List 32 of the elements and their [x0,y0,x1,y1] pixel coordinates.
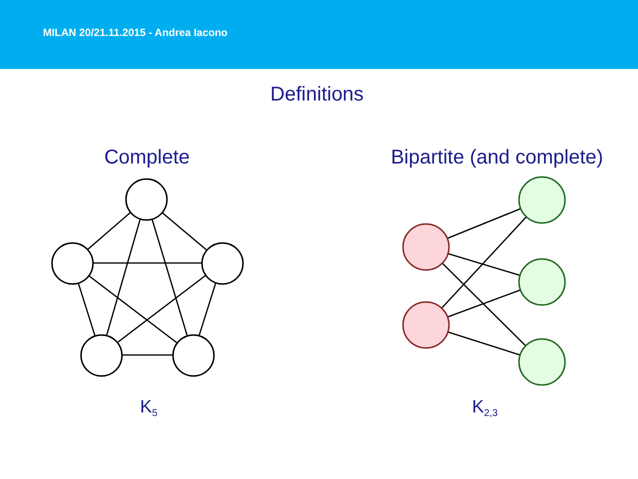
graph-edge [92,262,202,264]
slide-title: Definitions [270,84,364,106]
graph-edge [87,212,131,250]
graph-edge [78,282,96,336]
header-text: MILAN 20/21.11.2015 - Andrea Iacono [43,26,228,40]
graph-vertex [402,223,450,271]
graph-vertex [50,242,94,284]
graph-notation: K$_{5}$ [140,396,158,418]
graph-edge [88,274,178,344]
graph-edge [448,331,520,356]
graph-heading: Bipartite (and complete) [390,146,604,170]
graph-vertex [124,178,168,220]
graph-edge [116,274,206,344]
graph-edge [106,218,141,336]
graph-edge [442,262,526,346]
graph-edge [447,208,521,239]
graph-edge [151,218,188,336]
graph-edge [198,282,216,336]
graph-edge [447,289,521,318]
graph-vertex [518,338,566,386]
graph-edge [441,216,527,309]
graph-edge [122,354,172,356]
graph-vertex [518,258,566,306]
graph-edge [448,253,520,276]
graph-notation: K$_{2,3}$ [472,396,498,418]
graph-vertex [80,334,122,376]
graph-vertex [402,301,450,349]
graph-vertex [172,334,214,376]
graph-edge [161,212,207,250]
graph-vertex [518,176,566,224]
graph-vertex [200,242,244,284]
graph-heading: Complete [104,146,190,170]
